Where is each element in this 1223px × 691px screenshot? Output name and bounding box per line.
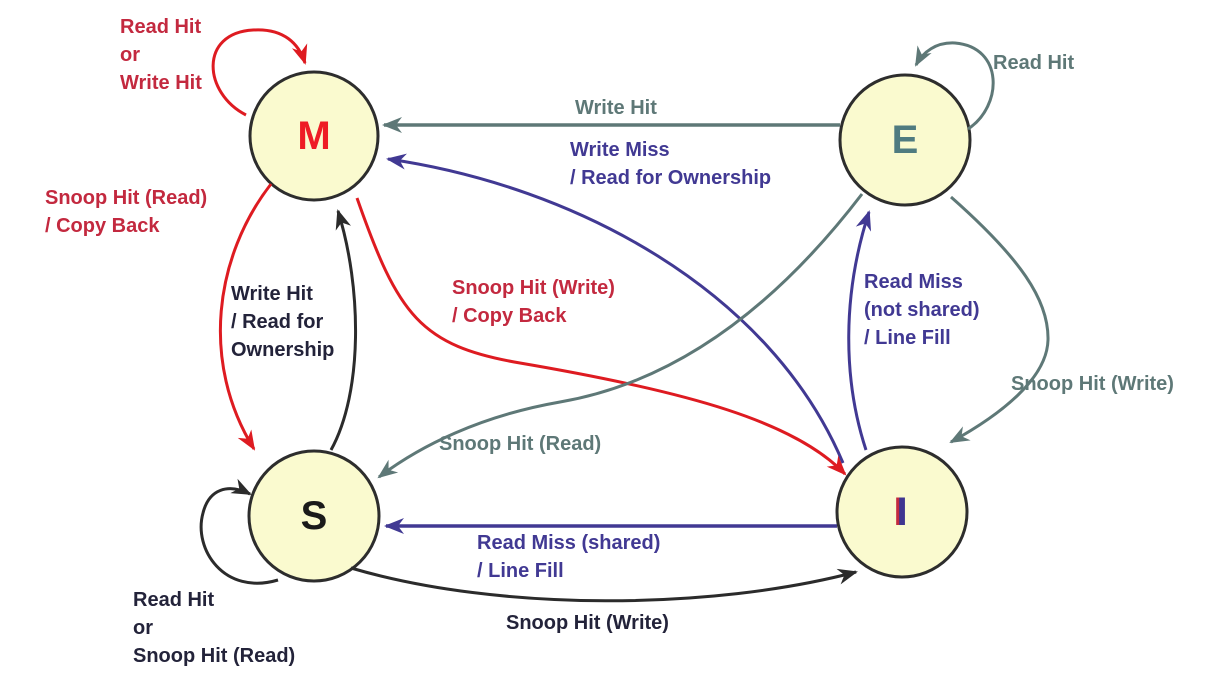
edge-i-to-m [386, 153, 845, 464]
state-node-exclusive [838, 73, 972, 207]
label-s-to-m: Write Hit / Read for Ownership [231, 283, 335, 361]
label-e-to-i: Snoop Hit (Write) [1011, 373, 1174, 395]
label-m-self-loop: Read Hit or Write Hit [120, 16, 202, 94]
state-label-shared: S [300, 494, 328, 538]
label-e-to-s: Snoop Hit (Read) [439, 433, 602, 455]
label-i-to-m: Write Miss / Read for Ownership [570, 139, 772, 189]
state-node-invalid [835, 445, 969, 579]
state-node-modified [248, 70, 380, 202]
label-m-to-s: Snoop Hit (Read) / Copy Back [45, 187, 208, 237]
edge-e-self-loop [914, 41, 995, 131]
label-s-self-loop: Read Hit or Snoop Hit (Read) [133, 589, 296, 667]
edge-i-to-e [847, 210, 872, 451]
edge-s-self-loop [199, 478, 279, 585]
edge-s-to-i [350, 566, 858, 603]
edge-m-self-loop [211, 28, 308, 117]
label-e-self-loop: Read Hit [993, 52, 1075, 74]
edge-m-to-i [355, 197, 847, 476]
label-i-to-e: Read Miss (not shared) / Line Fill [864, 271, 980, 349]
edge-s-to-m [329, 209, 357, 451]
state-label-exclusive: E [891, 118, 919, 162]
state-label-invalid: I [896, 490, 908, 534]
edge-e-to-s [377, 193, 864, 479]
label-s-to-i: Snoop Hit (Write) [506, 612, 669, 634]
state-label-modified: M [297, 114, 331, 158]
state-node-shared [247, 449, 381, 583]
label-e-to-m: Write Hit [575, 97, 657, 119]
label-m-to-i: Snoop Hit (Write) / Copy Back [452, 277, 615, 327]
edge-m-to-s [218, 183, 273, 451]
label-i-to-s: Read Miss (shared) / Line Fill [477, 532, 661, 582]
edge-e-to-i [949, 195, 1050, 444]
